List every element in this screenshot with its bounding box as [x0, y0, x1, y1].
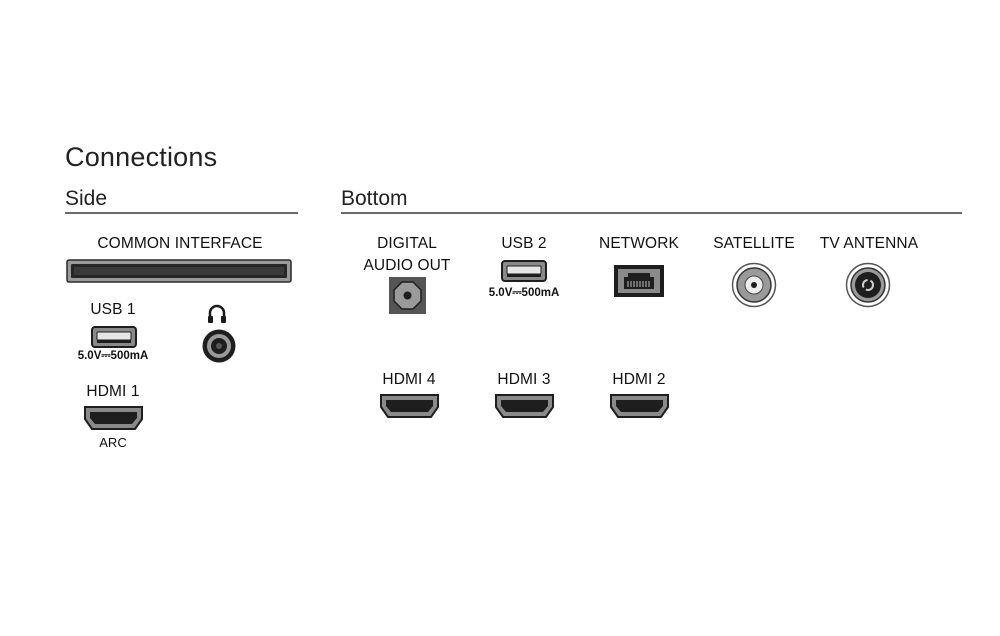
usb1-label: USB 1 [90, 301, 136, 318]
side-section-rule [65, 212, 298, 214]
hdmi1-label: HDMI 1 [86, 383, 140, 400]
usb1-port-icon [91, 326, 137, 348]
hdmi1-arc-label: ARC [99, 435, 127, 450]
hdmi2-port-icon [610, 394, 669, 418]
hdmi4-label: HDMI 4 [382, 371, 436, 388]
side-section-heading: Side [65, 187, 108, 210]
optical-audio-port-icon [389, 277, 426, 314]
page-title: Connections [65, 142, 218, 172]
tv-antenna-port-icon [845, 262, 891, 308]
digital-audio-out-label-line1: DIGITAL [377, 235, 437, 252]
usb2-rating: 5.0V⎓500mA [488, 287, 560, 299]
tv-antenna-label: TV ANTENNA [819, 235, 919, 252]
hdmi4-port-icon [380, 394, 439, 418]
usb2-label: USB 2 [501, 235, 547, 252]
common-interface-label: COMMON INTERFACE [97, 235, 263, 252]
bottom-section-heading: Bottom [341, 187, 408, 210]
usb2-port-icon [501, 260, 547, 282]
bottom-section-rule [341, 212, 962, 214]
hdmi3-port-icon [495, 394, 554, 418]
digital-audio-out-label-line2: AUDIO OUT [363, 257, 451, 274]
satellite-port-icon [731, 262, 777, 308]
hdmi3-label: HDMI 3 [497, 371, 551, 388]
hdmi2-label: HDMI 2 [612, 371, 666, 388]
headphones-icon [206, 303, 228, 325]
satellite-label: SATELLITE [713, 235, 795, 252]
common-interface-slot-icon [66, 259, 292, 283]
hdmi1-port-icon [84, 406, 143, 430]
ethernet-port-icon [614, 265, 664, 297]
usb1-rating: 5.0V⎓500mA [77, 350, 149, 362]
headphone-jack-icon [201, 328, 237, 364]
network-label: NETWORK [599, 235, 679, 252]
